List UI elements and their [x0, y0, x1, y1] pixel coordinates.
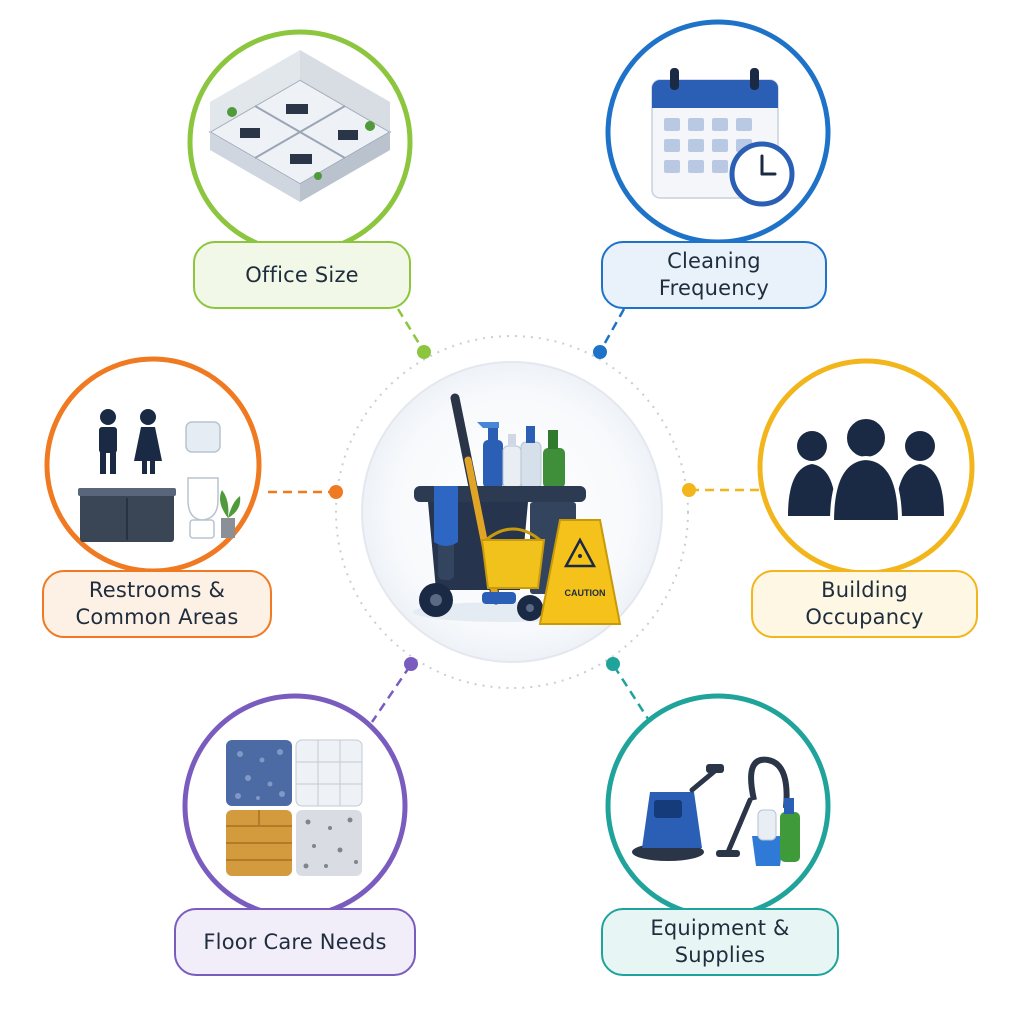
label-restrooms-common-areas: Restrooms & Common Areas	[42, 570, 272, 638]
caution-sign-text: CAUTION	[565, 588, 606, 598]
node-equipment	[605, 693, 831, 919]
restroom-icon	[78, 409, 241, 542]
label-cleaning-frequency: Cleaning Frequency	[601, 241, 827, 309]
connector-floor	[370, 657, 418, 723]
janitorial-cart-icon: CAUTION	[413, 393, 622, 625]
cleaning-equipment-icon	[632, 756, 800, 866]
people-group-icon	[788, 415, 944, 524]
center-orbit-ring	[335, 335, 689, 689]
label-floor-care-needs: Floor Care Needs	[174, 908, 416, 976]
office-floorplan-icon	[208, 50, 392, 202]
label-building-occupancy: Building Occupancy	[751, 570, 978, 638]
connector-office	[396, 308, 431, 359]
node-floor-care	[182, 693, 408, 919]
label-equipment-supplies: Equipment & Supplies	[601, 908, 839, 976]
node-restrooms	[44, 356, 262, 574]
node-cleaning-frequency	[605, 19, 831, 245]
connector-cleaning	[593, 308, 626, 359]
center-hub: CAUTION	[361, 361, 663, 663]
node-office-size	[187, 29, 413, 255]
calendar-clock-icon	[651, 68, 795, 207]
label-office-size: Office Size	[193, 241, 411, 309]
floor-samples-icon	[226, 739, 363, 876]
node-building-occupancy	[757, 358, 975, 576]
connector-equipment	[606, 657, 652, 723]
connector-restrooms	[268, 485, 343, 499]
connector-building	[682, 483, 760, 497]
